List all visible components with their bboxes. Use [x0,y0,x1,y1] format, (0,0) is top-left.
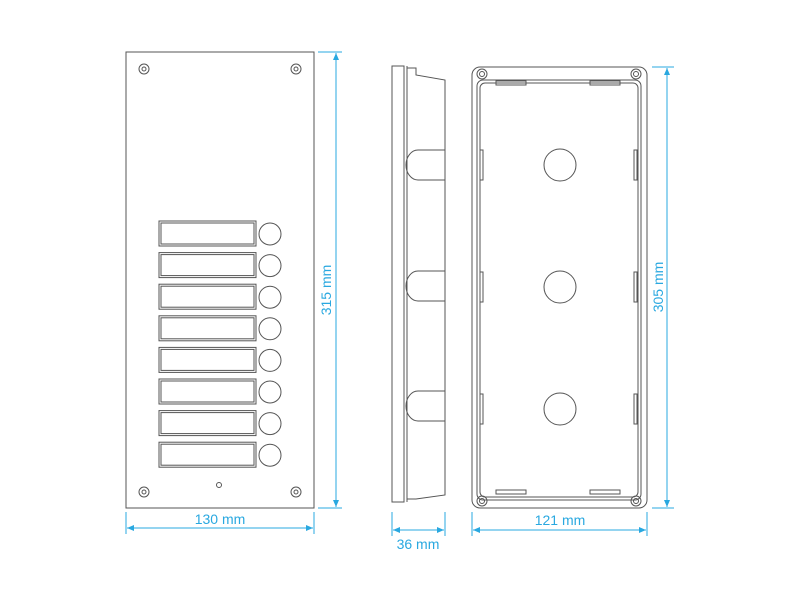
call-button [258,380,282,404]
name-plate-inner [160,254,255,277]
name-plate [158,346,257,373]
screw-icon [293,66,299,72]
screws [138,63,302,498]
side-view [391,65,446,503]
name-plate [158,220,257,247]
name-plate-inner [160,443,255,466]
dimension-box-height: 305 mm [650,66,674,509]
name-plate-inner [160,412,255,435]
front-height-label: 315 mm [318,265,334,316]
cable-knockout [543,392,577,426]
screw-icon [138,63,150,75]
call-button [258,254,282,278]
screw-icon [293,489,299,495]
screw-icon [138,486,150,498]
call-button [258,348,282,372]
call-button [258,222,282,246]
call-button [258,285,282,309]
name-plate-inner [160,285,255,308]
name-plate [158,410,257,437]
name-plate [158,283,257,310]
call-button [258,317,282,341]
front-width-label: 130 mm [195,511,246,527]
name-plate [158,252,257,279]
name-plate [158,441,257,468]
front-panel [125,51,315,509]
screw-icon [290,63,302,75]
box-width-label: 121 mm [535,512,586,528]
screw-icon [141,66,147,72]
cable-knockout [543,148,577,182]
name-plate-inner [160,380,255,403]
side-depth-label: 36 mm [397,536,440,552]
dimension-front-width: 130 mm [125,511,315,534]
screw-icon [141,489,147,495]
dimension-side-depth: 36 mm [391,512,446,552]
call-button [258,443,282,467]
dimension-front-height: 315 mm [318,51,342,509]
microphone-hole [216,482,222,488]
dimension-box-width: 121 mm [471,512,648,536]
name-plate-inner [160,222,255,245]
name-slots [158,220,282,468]
name-plate-inner [160,348,255,371]
name-plate [158,378,257,405]
name-plate-inner [160,317,255,340]
back-box [471,66,648,509]
screw-icon [290,486,302,498]
name-plate [158,315,257,342]
cable-knockout [543,270,577,304]
box-height-label: 305 mm [650,262,666,313]
call-button [258,412,282,436]
